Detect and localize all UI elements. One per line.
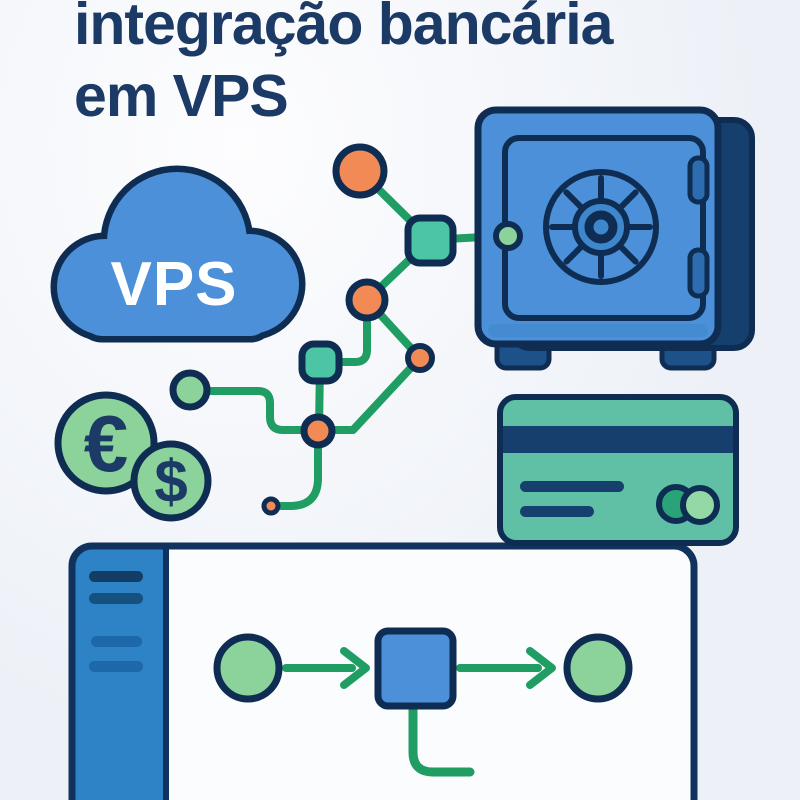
vps-cloud-icon: VPS	[50, 165, 306, 343]
card-number-line-1	[520, 481, 624, 492]
node-orange-dot	[261, 496, 281, 516]
card-magnetic-stripe	[503, 426, 733, 453]
credit-card-icon	[497, 394, 739, 546]
card-logo-circle-right	[680, 485, 720, 525]
sidebar-menu-bars	[89, 571, 143, 672]
title-line-2: em VPS	[74, 63, 289, 129]
cloud-body	[57, 172, 299, 336]
sidebar-bar-3	[91, 636, 142, 647]
link-greencircle-junction	[191, 387, 322, 434]
currency-coins: € $	[54, 391, 212, 522]
cloud-vps-label: VPS	[110, 250, 237, 319]
node-green-circle	[169, 369, 211, 411]
euro-coin-icon: €	[54, 391, 158, 495]
flowchart	[213, 627, 633, 777]
node-teal-square	[404, 214, 457, 267]
window-sidebar	[75, 549, 163, 800]
flow-branch-line	[408, 701, 475, 777]
flow-arrow-2-head	[526, 647, 556, 689]
safe-hinge-bottom	[687, 247, 710, 299]
safe-bottom-shade	[488, 324, 708, 337]
safe-knob-connector	[493, 221, 523, 251]
sidebar-bar-4	[89, 661, 143, 672]
dollar-symbol: $	[154, 448, 187, 515]
flowchart-process-node	[374, 627, 457, 710]
node-orange-small	[405, 343, 435, 373]
network-nodes	[169, 143, 504, 516]
app-window	[68, 542, 698, 800]
flowchart-start-node	[213, 633, 283, 703]
node-orange-junction	[300, 413, 336, 449]
node-orange-mid	[345, 278, 389, 322]
node-teal-square-small	[298, 340, 343, 385]
card-number-line-2	[520, 506, 594, 517]
page-title: integração bancária em VPS	[74, 0, 613, 132]
safe-icon	[474, 106, 755, 371]
sidebar-bar-2	[89, 593, 143, 604]
flowchart-end-node	[563, 633, 633, 703]
dollar-coin-icon: $	[130, 440, 212, 522]
title-line-1: integração bancária	[74, 0, 613, 57]
node-orange-large	[332, 143, 388, 199]
dial-spokes	[549, 175, 653, 279]
euro-symbol: €	[84, 399, 129, 488]
flow-arrow-1-head	[340, 647, 370, 689]
link-junction-dot	[277, 427, 322, 510]
window-frame	[68, 542, 698, 800]
safe-hinge-top	[687, 155, 710, 205]
safe-dial-icon	[543, 169, 659, 285]
link-midcircle-smallsquare	[316, 296, 371, 366]
sidebar-bar-1	[89, 571, 143, 582]
